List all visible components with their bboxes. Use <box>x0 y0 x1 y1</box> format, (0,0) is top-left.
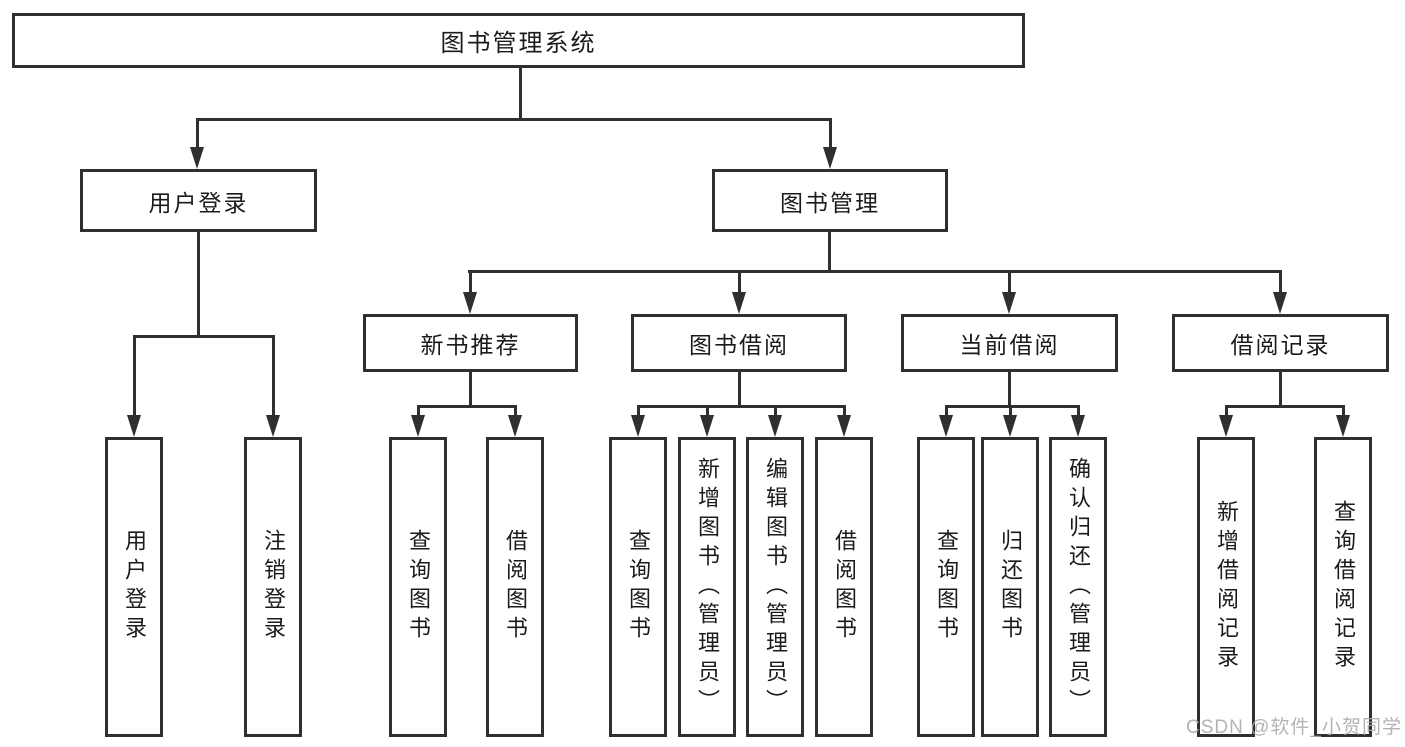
arrow-down-icon <box>631 415 645 437</box>
connector-line <box>1008 372 1011 407</box>
arrow-down-icon <box>1071 415 1085 437</box>
arrow-down-icon <box>732 292 746 314</box>
leaf-label: 新增图书（管理员） <box>695 456 720 718</box>
connector-line <box>829 118 832 149</box>
arrow-down-icon <box>127 415 141 437</box>
connector-line <box>417 405 420 419</box>
node-book-borrowing: 图书借阅 <box>631 314 847 372</box>
leaf-label: 编辑图书（管理员） <box>763 456 788 718</box>
leaf-label: 查询图书 <box>626 529 651 645</box>
arrow-down-icon <box>266 415 280 437</box>
connector-line <box>738 372 741 407</box>
connector-line <box>469 270 472 295</box>
node-label: 图书管理系统 <box>440 30 597 57</box>
connector-line <box>1342 405 1345 419</box>
connector-line <box>1279 372 1282 407</box>
connector-line <box>774 405 777 419</box>
connector-line <box>1008 270 1011 295</box>
leaf-add-book-admin: 新增图书（管理员） <box>678 437 736 737</box>
arrow-down-icon <box>768 415 782 437</box>
arrow-down-icon <box>823 147 837 169</box>
leaf-confirm-return-admin: 确认归还（管理员） <box>1049 437 1107 737</box>
leaf-label: 借阅图书 <box>832 529 857 645</box>
connector-line <box>945 405 1080 408</box>
arrow-down-icon <box>1273 292 1287 314</box>
node-label: 图书借阅 <box>689 332 789 358</box>
leaf-logout: 注销登录 <box>244 437 302 737</box>
leaf-label: 查询图书 <box>406 529 431 645</box>
leaf-label: 新增借阅记录 <box>1214 500 1239 674</box>
leaf-query-book-recommend: 查询图书 <box>389 437 447 737</box>
leaf-return-book: 归还图书 <box>981 437 1039 737</box>
arrow-down-icon <box>508 415 522 437</box>
node-label: 新书推荐 <box>420 332 521 358</box>
connector-line <box>738 270 741 295</box>
arrow-down-icon <box>700 415 714 437</box>
leaf-label: 确认归还（管理员） <box>1066 456 1091 718</box>
arrow-down-icon <box>190 147 204 169</box>
arrow-down-icon <box>1002 292 1016 314</box>
connector-line <box>1077 405 1080 419</box>
connector-line <box>272 335 275 417</box>
connector-line <box>196 118 199 149</box>
leaf-borrow-book: 借阅图书 <box>815 437 873 737</box>
connector-line <box>468 270 1282 273</box>
leaf-label: 注销登录 <box>261 529 286 645</box>
connector-line <box>133 335 275 338</box>
leaf-label: 用户登录 <box>122 529 147 645</box>
node-root-library-system: 图书管理系统 <box>12 13 1025 68</box>
connector-line <box>945 405 948 419</box>
node-user-login: 用户登录 <box>80 169 317 232</box>
leaf-edit-book-admin: 编辑图书（管理员） <box>746 437 804 737</box>
connector-line <box>637 405 640 419</box>
arrow-down-icon <box>837 415 851 437</box>
node-label: 借阅记录 <box>1230 332 1331 358</box>
arrow-down-icon <box>939 415 953 437</box>
arrow-down-icon <box>1219 415 1233 437</box>
arrow-down-icon <box>1003 415 1017 437</box>
leaf-label: 查询借阅记录 <box>1331 500 1356 674</box>
connector-line <box>519 68 522 119</box>
connector-line <box>197 232 200 337</box>
node-current-borrowing: 当前借阅 <box>901 314 1118 372</box>
arrow-down-icon <box>463 292 477 314</box>
connector-line <box>514 405 517 419</box>
connector-line <box>1009 405 1012 419</box>
leaf-add-borrow-record: 新增借阅记录 <box>1197 437 1255 737</box>
leaf-query-borrow-record: 查询借阅记录 <box>1314 437 1372 737</box>
leaf-borrow-book-recommend: 借阅图书 <box>486 437 544 737</box>
connector-line <box>1225 405 1345 408</box>
connector-line <box>706 405 709 419</box>
csdn-watermark: CSDN @软件_小贺同学 <box>1186 717 1402 738</box>
connector-line <box>133 335 136 417</box>
leaf-query-book-borrowing: 查询图书 <box>609 437 667 737</box>
arrow-down-icon <box>1336 415 1350 437</box>
node-label: 图书管理 <box>780 189 880 216</box>
connector-line <box>1279 270 1282 295</box>
connector-line <box>843 405 846 419</box>
leaf-label: 借阅图书 <box>503 529 528 645</box>
connector-line <box>1225 405 1228 419</box>
leaf-label: 归还图书 <box>998 529 1023 645</box>
node-label: 当前借阅 <box>959 332 1060 358</box>
connector-line <box>828 232 831 272</box>
node-book-management: 图书管理 <box>712 169 948 232</box>
leaf-user-login: 用户登录 <box>105 437 163 737</box>
node-new-book-recommend: 新书推荐 <box>363 314 578 372</box>
connector-line <box>637 405 846 408</box>
leaf-query-book-current: 查询图书 <box>917 437 975 737</box>
connector-line <box>469 372 472 407</box>
leaf-label: 查询图书 <box>934 529 959 645</box>
arrow-down-icon <box>411 415 425 437</box>
connector-line <box>196 118 832 121</box>
node-borrowing-records: 借阅记录 <box>1172 314 1389 372</box>
node-label: 用户登录 <box>148 189 249 216</box>
connector-line <box>417 405 517 408</box>
